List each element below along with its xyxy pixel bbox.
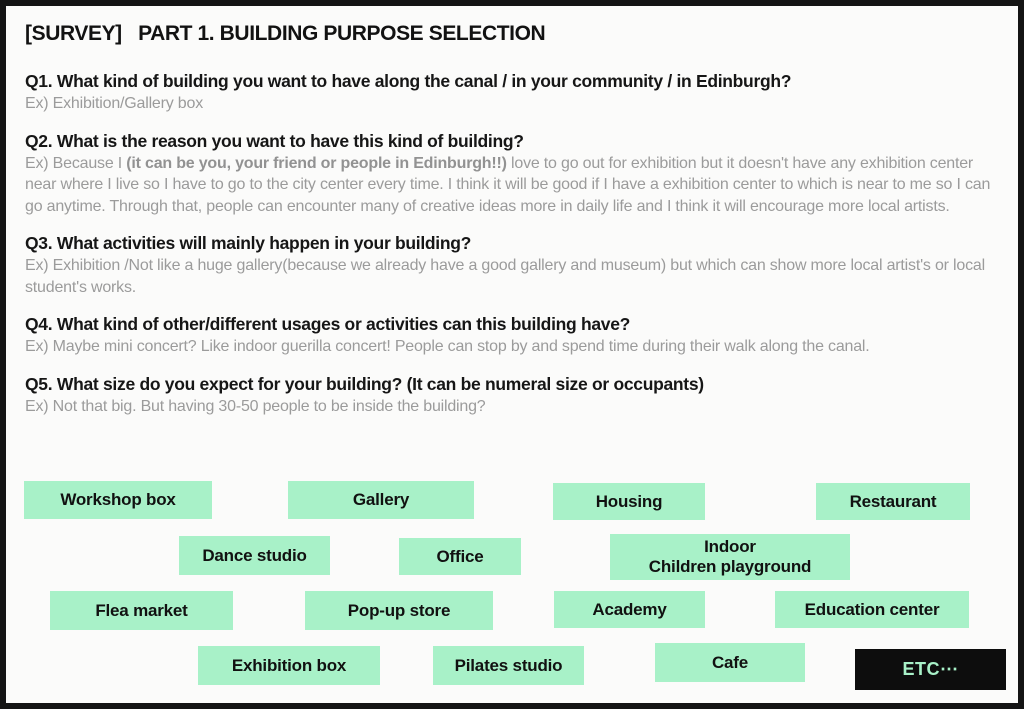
- question-example: Ex) Exhibition /Not like a huge gallery(…: [25, 257, 985, 296]
- question-label: Q5. What size do you expect for your bui…: [25, 373, 704, 394]
- example-bold: (it can be you, your friend or people in…: [126, 154, 507, 172]
- option-workshop-box[interactable]: Workshop box: [24, 481, 212, 519]
- option-flea-market[interactable]: Flea market: [50, 591, 233, 630]
- example-prefix: Ex) Because I: [25, 154, 127, 172]
- option-restaurant[interactable]: Restaurant: [816, 483, 970, 520]
- question-q1: Q1. What kind of building you want to ha…: [25, 70, 998, 115]
- question-example: Ex) Not that big. But having 30-50 peopl…: [25, 397, 486, 415]
- example-suffix: love to go out for exhibition but it doe…: [25, 154, 991, 215]
- option-etc-button[interactable]: ETC⋯: [855, 649, 1006, 690]
- question-example: Ex) Maybe mini concert? Like indoor guer…: [25, 338, 870, 355]
- option-office[interactable]: Office: [399, 538, 521, 575]
- question-example: Ex) Exhibition/Gallery box: [25, 95, 203, 112]
- question-q4: Q4. What kind of other/different usages …: [25, 313, 998, 358]
- survey-text-block: [SURVEY] PART 1. BUILDING PURPOSE SELECT…: [25, 16, 998, 432]
- option-academy[interactable]: Academy: [554, 591, 705, 628]
- question-label: Q3. What activities will mainly happen i…: [25, 233, 472, 253]
- question-label: Q4. What kind of other/different usages …: [25, 314, 631, 334]
- question-q5: Q5. What size do you expect for your bui…: [25, 373, 998, 418]
- question-example: Ex) Because I (it can be you, your frien…: [25, 153, 997, 218]
- option-dance-studio[interactable]: Dance studio: [179, 536, 330, 575]
- question-label: Q1. What kind of building you want to ha…: [25, 71, 792, 91]
- option-exhibition-box[interactable]: Exhibition box: [198, 646, 380, 685]
- option-cafe[interactable]: Cafe: [655, 643, 805, 682]
- option-pilates-studio[interactable]: Pilates studio: [433, 646, 584, 685]
- option-pop-up-store[interactable]: Pop-up store: [305, 591, 493, 630]
- option-board: Workshop box Gallery Housing Restaurant …: [6, 6, 1018, 703]
- option-education-center[interactable]: Education center: [775, 591, 969, 628]
- question-label: Q2. What is the reason you want to have …: [25, 130, 524, 151]
- question-q2: Q2. What is the reason you want to have …: [25, 130, 998, 218]
- option-indoor-children-playground[interactable]: Indoor Children playground: [610, 534, 850, 580]
- question-q3: Q3. What activities will mainly happen i…: [25, 232, 998, 298]
- page-title: [SURVEY] PART 1. BUILDING PURPOSE SELECT…: [25, 22, 546, 45]
- option-gallery[interactable]: Gallery: [288, 481, 474, 519]
- option-housing[interactable]: Housing: [553, 483, 705, 520]
